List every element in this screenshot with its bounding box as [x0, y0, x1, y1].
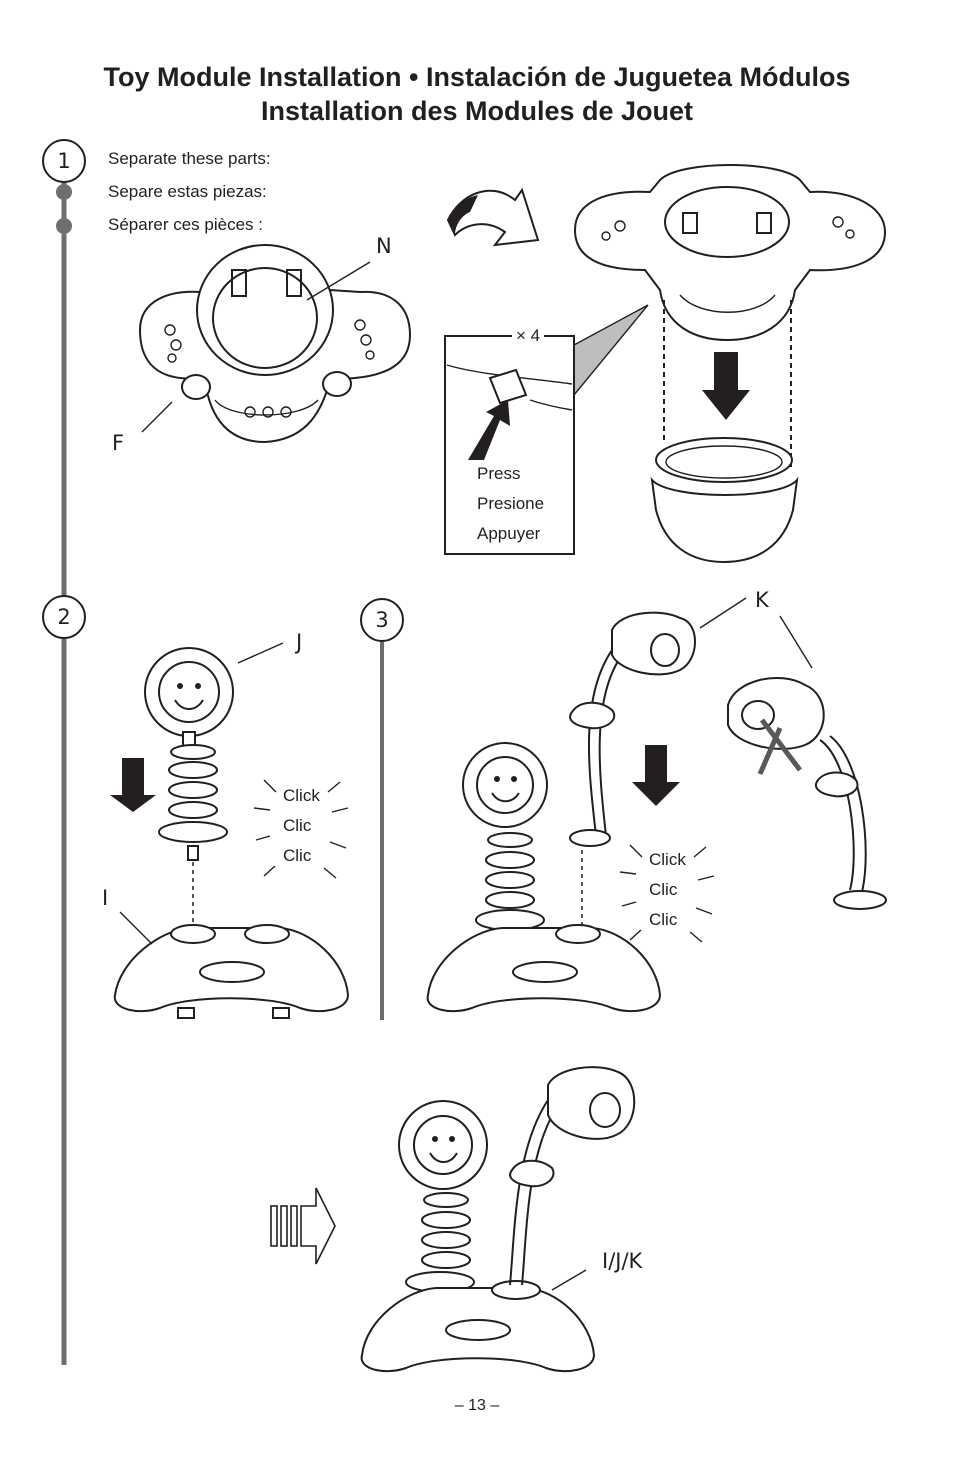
hollow-right-arrow-icon — [270, 1187, 336, 1265]
sun-module-j-illustration — [144, 642, 284, 928]
label-k: K — [755, 588, 769, 612]
press-fr: Appuyer — [477, 524, 541, 543]
step-3-badge: 3 — [360, 598, 404, 642]
timeline-dot — [56, 184, 72, 200]
instruction-es: Separe estas piezas: — [108, 182, 267, 201]
press-en: Press — [477, 464, 521, 483]
down-arrow-icon — [702, 352, 750, 420]
page-title-line1: Toy Module Installation • Instalación de… — [103, 62, 851, 92]
step-1-badge: 1 — [42, 139, 86, 183]
click-lines — [253, 779, 349, 879]
page-number: – 13 – — [454, 1397, 500, 1414]
inset-count: × 4 — [512, 326, 545, 346]
down-arrow-icon — [632, 745, 680, 806]
module-n-separated-illustration — [650, 437, 799, 564]
click-text-en: Click — [649, 850, 686, 869]
click-text-fr: Clic — [649, 910, 678, 929]
timeline-dot — [56, 218, 72, 234]
press-es: Presione — [477, 494, 545, 513]
page-title-line2: Installation des Modules de Jouet — [260, 96, 694, 126]
assembly-step3-illustration — [426, 597, 747, 1013]
step-timeline — [56, 180, 384, 1365]
base-i-illustration — [113, 911, 350, 1019]
toy-base-with-module-illustration — [138, 244, 412, 444]
label-n: N — [376, 234, 392, 258]
click-lines — [619, 844, 715, 943]
x-mark-icon — [757, 718, 802, 775]
label-i: I — [102, 886, 109, 910]
down-arrow-icon — [110, 758, 156, 812]
step-2-badge: 2 — [42, 595, 86, 639]
label-f: F — [112, 431, 125, 455]
label-j: J — [296, 630, 303, 654]
assembled-toy-illustration — [360, 1066, 636, 1373]
instruction-fr: Séparer ces pièces : — [108, 215, 263, 234]
curved-arrow-icon — [446, 187, 540, 247]
press-arrow-icon — [468, 400, 510, 460]
click-text-es: Clic — [649, 880, 678, 899]
click-text-fr: Clic — [283, 846, 312, 865]
click-text-en: Click — [283, 786, 320, 805]
press-detail-inset — [444, 304, 649, 555]
instruction-en: Separate these parts: — [108, 149, 271, 168]
click-text-es: Clic — [283, 816, 312, 835]
label-ijk: I/J/K — [602, 1249, 643, 1273]
module-k-wrong-orientation-illustration — [727, 615, 887, 910]
inverted-base-illustration — [573, 164, 887, 470]
